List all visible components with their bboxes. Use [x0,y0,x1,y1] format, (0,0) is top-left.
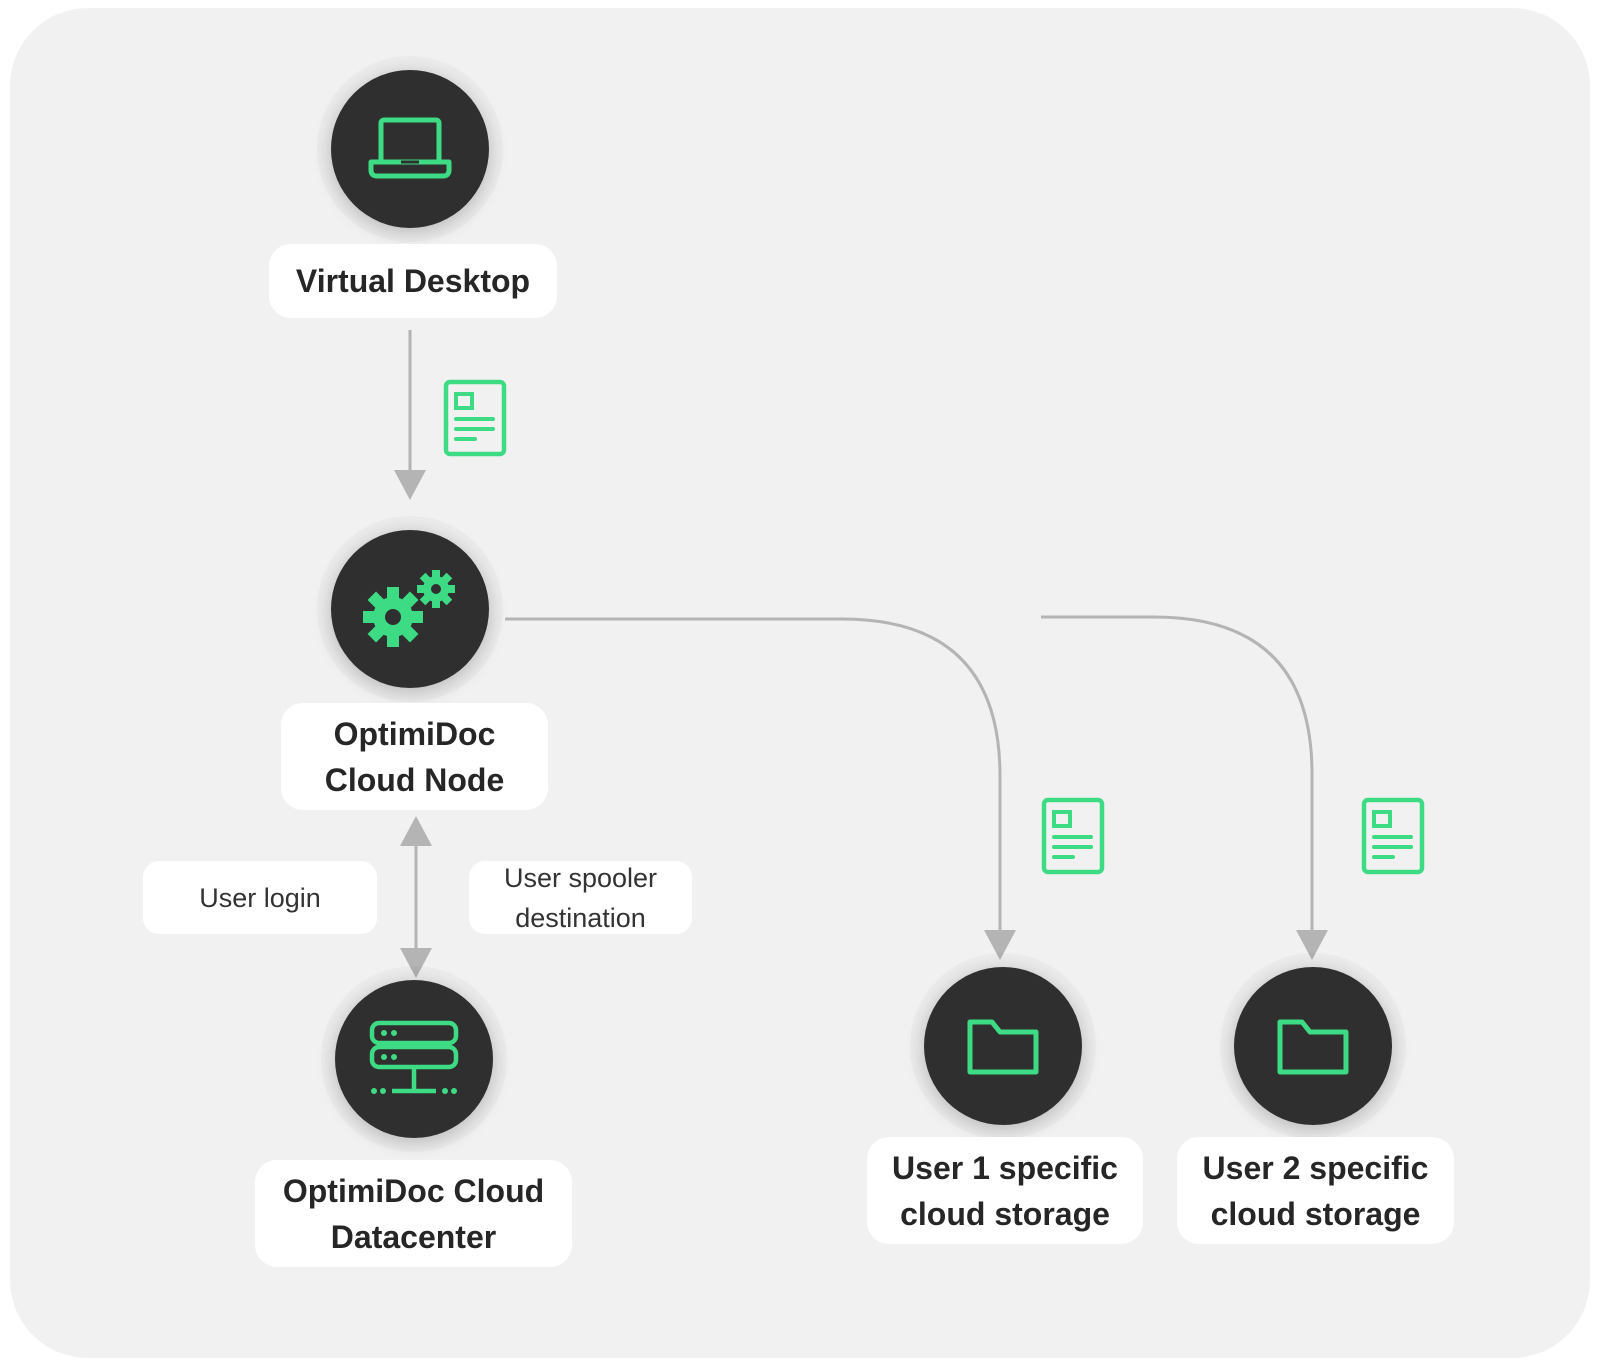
document-icon [443,379,507,457]
arrow-to-user2 [1041,615,1314,930]
arrowhead-down [1296,930,1328,960]
user1-storage-label: User 1 specific cloud storage [867,1137,1143,1244]
gears-icon [363,570,455,647]
arrow-node-to-user1 [505,617,1002,930]
virtual-desktop-label: Virtual Desktop [269,244,557,318]
document-icon [1041,797,1105,875]
laptop-icon [368,117,452,179]
document-icon [1361,797,1425,875]
datacenter-node[interactable] [335,980,493,1138]
user2-storage-node[interactable] [1234,967,1392,1125]
arrowhead-down [984,930,1016,960]
cloud-node-label: OptimiDoc Cloud Node [281,703,548,810]
user-spooler-destination-note: User spooler destination [469,861,692,934]
diagram-canvas [10,8,1590,1358]
folder-icon [967,1019,1039,1075]
user-login-note: User login [143,861,377,934]
user1-storage-node[interactable] [924,967,1082,1125]
virtual-desktop-node[interactable] [331,70,489,228]
user2-storage-label: User 2 specific cloud storage [1177,1137,1454,1244]
arrowhead-down [400,948,432,978]
cloud-node[interactable] [331,530,489,688]
arrowhead-down [394,470,426,500]
arrowhead-up [400,816,432,846]
folder-icon [1277,1019,1349,1075]
server-icon [369,1020,459,1094]
datacenter-label: OptimiDoc Cloud Datacenter [255,1160,572,1267]
